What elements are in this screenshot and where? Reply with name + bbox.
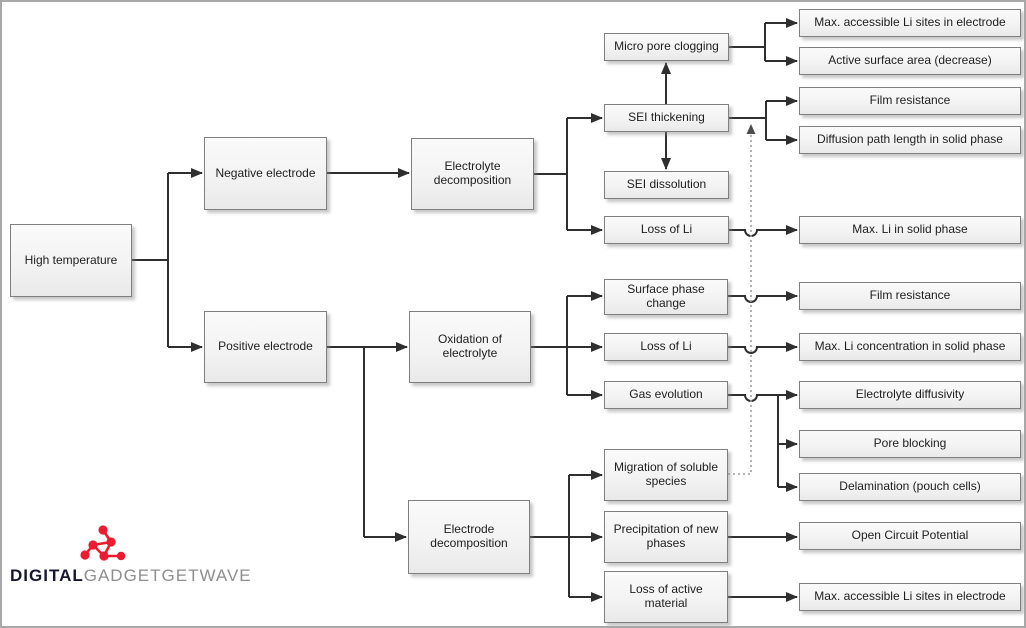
node-sei-dissolution: SEI dissolution — [604, 171, 729, 199]
node-max-accessible-li-sites-1: Max. accessible Li sites in electrode — [799, 9, 1021, 37]
node-electrode-decomposition: Electrode decomposition — [408, 500, 530, 574]
node-precipitation-of-new-phases: Precipitation of new phases — [604, 511, 728, 563]
node-high-temperature: High temperature — [10, 224, 132, 297]
node-positive-electrode: Positive electrode — [204, 311, 327, 383]
node-gas-evolution: Gas evolution — [604, 381, 728, 409]
node-surface-phase-change: Surface phase change — [604, 279, 728, 315]
node-max-li-in-solid-phase: Max. Li in solid phase — [799, 216, 1021, 244]
node-active-surface-area: Active surface area (decrease) — [799, 47, 1021, 75]
node-loss-of-li-negative: Loss of Li — [604, 216, 729, 244]
brand-wordmark-bold: DIGITAL — [10, 566, 84, 585]
node-loss-of-active-material: Loss of active material — [604, 571, 728, 623]
node-delamination-pouch-cells: Delamination (pouch cells) — [799, 473, 1021, 501]
node-film-resistance-1: Film resistance — [799, 87, 1021, 115]
molecule-network-icon — [80, 525, 126, 561]
node-open-circuit-potential: Open Circuit Potential — [799, 522, 1021, 550]
node-micro-pore-clogging: Micro pore clogging — [604, 33, 729, 61]
brand-wordmark: DIGITALGADGETGETWAVE — [10, 566, 252, 586]
node-sei-thickening: SEI thickening — [604, 104, 729, 132]
node-max-li-concentration: Max. Li concentration in solid phase — [799, 333, 1021, 361]
node-film-resistance-2: Film resistance — [799, 282, 1021, 310]
node-electrolyte-diffusivity: Electrolyte diffusivity — [799, 381, 1021, 409]
brand-wordmark-gray: GADGETGETWAVE — [83, 566, 252, 585]
node-electrolyte-decomposition: Electrolyte decomposition — [411, 138, 534, 210]
node-oxidation-of-electrolyte: Oxidation of electrolyte — [409, 311, 531, 383]
node-loss-of-li-positive: Loss of Li — [604, 333, 728, 361]
dotted-feedback-connector — [728, 124, 756, 475]
node-pore-blocking: Pore blocking — [799, 430, 1021, 458]
node-diffusion-path-length: Diffusion path length in solid phase — [799, 126, 1021, 154]
node-migration-of-soluble-species: Migration of soluble species — [604, 449, 728, 501]
node-max-accessible-li-sites-2: Max. accessible Li sites in electrode — [799, 583, 1021, 611]
node-negative-electrode: Negative electrode — [204, 137, 327, 210]
brand-logo: DIGITALGADGETGETWAVE — [10, 518, 251, 590]
